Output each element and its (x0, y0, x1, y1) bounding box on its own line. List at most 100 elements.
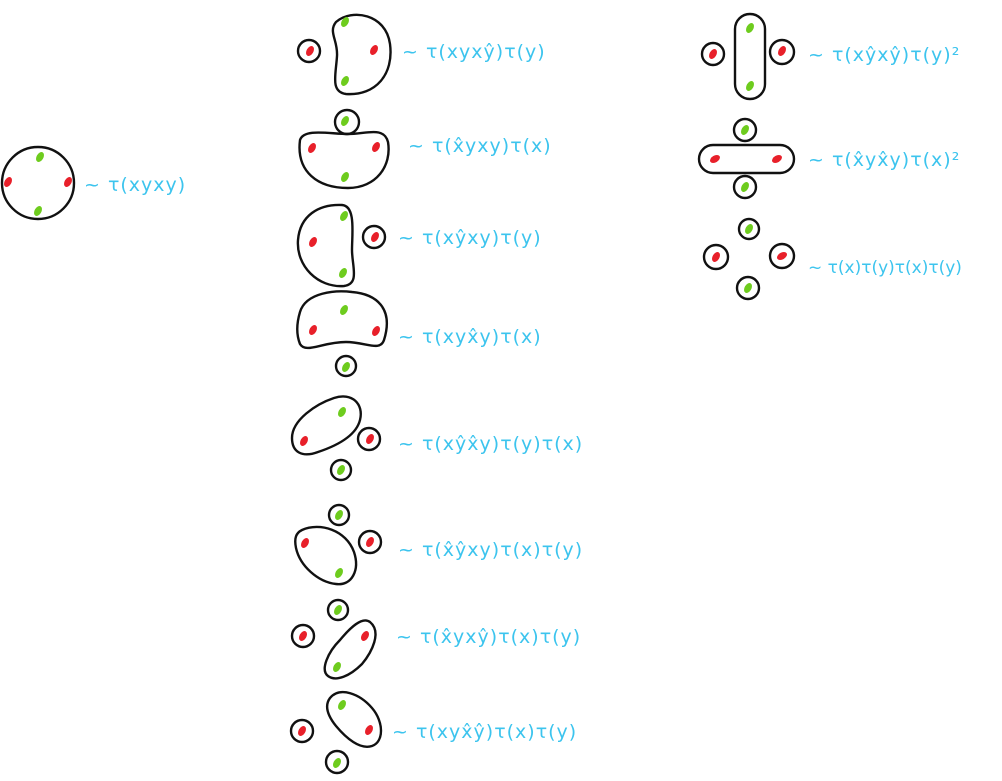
loop (732, 174, 758, 200)
green-point (33, 149, 47, 165)
red-point (774, 249, 790, 263)
diagram-r2: ~ τ(x̂yx̂y)τ(x)² (697, 117, 960, 200)
diagram-c6: ~ τ(x̂ŷxy)τ(x)τ(y) (294, 503, 583, 586)
loop (732, 117, 758, 143)
diagram-c3: ~ τ(xŷxy)τ(y) (296, 203, 542, 288)
green-point (336, 265, 350, 281)
red-point (306, 322, 320, 338)
red-point (363, 431, 377, 447)
red-point (305, 140, 319, 156)
loop (296, 290, 388, 350)
red-point (368, 229, 382, 245)
loop (357, 529, 383, 555)
label-r2: ~ τ(x̂yx̂y)τ(x)² (808, 149, 960, 171)
loop (0, 145, 76, 221)
green-point (330, 755, 344, 771)
loop (290, 623, 316, 649)
red-point (296, 628, 310, 644)
loop (735, 275, 761, 301)
green-point (332, 507, 346, 523)
red-point (709, 249, 723, 265)
label-c2: ~ τ(x̂yxy)τ(x) (408, 135, 552, 157)
loop (289, 718, 315, 744)
loop (700, 41, 726, 67)
loop (361, 224, 387, 250)
red-point (1, 174, 15, 190)
green-point (338, 73, 352, 89)
green-point (337, 208, 351, 224)
red-point (769, 152, 785, 166)
loop (737, 217, 761, 241)
green-point (338, 169, 352, 185)
green-point (334, 462, 348, 478)
label-r3: ~ τ(x)τ(y)τ(x)τ(y) (808, 258, 962, 278)
green-point (335, 697, 349, 713)
red-point (297, 433, 311, 449)
loop (324, 749, 350, 775)
diagram-c7: ~ τ(x̂yxŷ)τ(x)τ(y) (290, 598, 581, 680)
diagram-c4: ~ τ(xyx̂y)τ(x) (296, 290, 542, 378)
red-point (775, 43, 789, 59)
green-point (738, 122, 752, 138)
green-point (743, 78, 757, 94)
green-point (738, 179, 752, 195)
red-point (358, 628, 372, 644)
green-point (31, 203, 45, 219)
loop (331, 13, 392, 96)
diagram-single: ~ τ(xyxy) (0, 145, 186, 221)
loop (290, 395, 362, 456)
loop (327, 503, 351, 527)
label-c8: ~ τ(xyx̂ŷ)τ(x)τ(y) (392, 721, 577, 743)
red-point (306, 234, 320, 250)
loop (298, 130, 390, 190)
loop (326, 598, 350, 622)
green-point (743, 20, 757, 36)
red-point (367, 42, 381, 58)
loop (768, 38, 796, 66)
loop (702, 243, 730, 271)
loop (296, 203, 356, 288)
red-point (707, 152, 723, 166)
green-point (742, 221, 756, 237)
label-c3: ~ τ(xŷxy)τ(y) (398, 227, 542, 249)
loop (294, 525, 358, 586)
green-point (338, 113, 352, 129)
green-point (330, 659, 344, 675)
green-point (335, 404, 349, 420)
diagram-r1: ~ τ(xŷxŷ)τ(y)² (700, 12, 960, 101)
red-point (295, 723, 309, 739)
diagram-c1: ~ τ(xyxŷ)τ(y) (296, 13, 546, 96)
loop (733, 12, 767, 101)
red-point (61, 174, 75, 190)
green-point (741, 280, 755, 296)
label-r1: ~ τ(xŷxŷ)τ(y)² (808, 44, 960, 66)
red-point (363, 534, 377, 550)
loop (697, 143, 796, 175)
label-c7: ~ τ(x̂yxŷ)τ(x)τ(y) (396, 626, 581, 648)
diagram-c2: ~ τ(x̂yxy)τ(x) (298, 108, 552, 190)
green-point (337, 302, 351, 318)
loop (296, 38, 322, 64)
loop (356, 426, 382, 452)
diagram-c5: ~ τ(xŷx̂y)τ(y)τ(x) (290, 395, 582, 482)
red-point (303, 43, 317, 59)
label-c4: ~ τ(xyx̂y)τ(x) (398, 326, 542, 348)
red-point (362, 722, 376, 738)
loop (323, 619, 377, 680)
red-point (706, 46, 720, 62)
diagram-c8: ~ τ(xyx̂ŷ)τ(x)τ(y) (289, 691, 577, 775)
green-point (332, 565, 346, 581)
red-point (369, 139, 383, 155)
label-c6: ~ τ(x̂ŷxy)τ(x)τ(y) (398, 539, 583, 561)
label-c1: ~ τ(xyxŷ)τ(y) (402, 41, 546, 63)
loop (334, 354, 358, 378)
label-single: ~ τ(xyxy) (84, 174, 186, 196)
red-point (369, 323, 383, 339)
green-point (331, 602, 345, 618)
diagram-r3: ~ τ(x)τ(y)τ(x)τ(y) (702, 217, 962, 301)
loop (329, 458, 353, 482)
loop (768, 242, 796, 270)
red-point (298, 535, 312, 551)
green-point (339, 359, 353, 375)
